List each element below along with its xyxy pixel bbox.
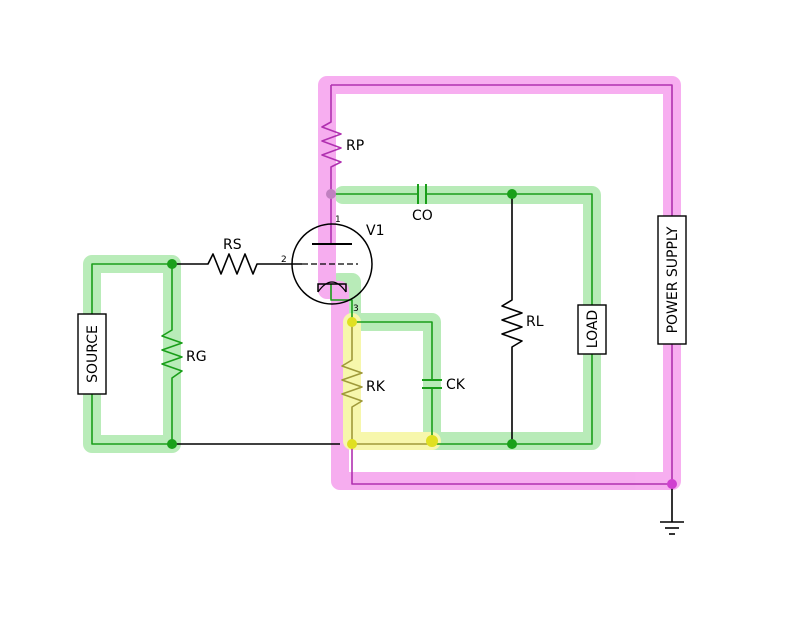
highlight-layer (83, 76, 681, 490)
highlight-rk-segment (343, 313, 441, 450)
node-source-top (167, 259, 177, 269)
node-plate (326, 189, 336, 199)
rp-label: RP (346, 138, 364, 154)
wire-load-bottom (432, 354, 593, 445)
rg-label: RG (186, 349, 207, 365)
wire-supply-top (331, 84, 673, 216)
wire-source-bottom (91, 394, 172, 445)
v1-heater (317, 281, 347, 293)
node-rk-top (347, 317, 357, 327)
highlight-ck-loop (343, 313, 441, 450)
v1-envelope (291, 223, 373, 305)
load-label: LOAD (585, 310, 601, 348)
source-block[interactable]: SOURCE (77, 313, 107, 395)
wire-layer (91, 84, 673, 522)
rk-label: RK (366, 379, 386, 395)
node-rl-top (507, 189, 517, 199)
wire-cathode-lead (330, 284, 353, 322)
co-capacitor[interactable] (417, 184, 427, 204)
wire-co-right (426, 193, 593, 305)
node-rl-bottom (507, 439, 517, 449)
ground-icon (660, 521, 684, 535)
wire-rg (161, 264, 183, 444)
ck-label: CK (446, 377, 466, 393)
highlight-power-loop (318, 76, 681, 490)
co-label: CO (412, 208, 433, 224)
wire-ck-top (352, 321, 433, 380)
node-ck-bottom (426, 435, 438, 447)
wire-supply-bottom (351, 344, 673, 485)
node-supply-ground (667, 479, 677, 489)
v1-label: V1 (366, 223, 384, 239)
node-source-bottom (167, 439, 177, 449)
load-block[interactable]: LOAD (577, 304, 607, 355)
rs-label: RS (223, 237, 242, 253)
v1-cathode (317, 283, 347, 292)
power-supply-label: POWER SUPPLY (665, 226, 681, 333)
source-label: SOURCE (85, 325, 101, 383)
node-layer (167, 189, 677, 489)
v1-pin-plate: 1 (335, 215, 341, 225)
v1-pin-cathode: 3 (353, 304, 359, 314)
wire-rk (341, 322, 363, 444)
ck-capacitor[interactable] (422, 379, 442, 389)
wire-rp (321, 85, 342, 193)
node-rk-bottom (347, 439, 357, 449)
power-supply-block[interactable]: POWER SUPPLY (657, 215, 687, 345)
v1-pin-grid: 2 (281, 255, 287, 265)
v1-tube[interactable]: 1 2 3 (281, 215, 373, 314)
wire-rs (172, 253, 302, 275)
rl-label: RL (526, 314, 544, 330)
wire-rl (501, 194, 523, 444)
wire-source-top (91, 263, 172, 314)
